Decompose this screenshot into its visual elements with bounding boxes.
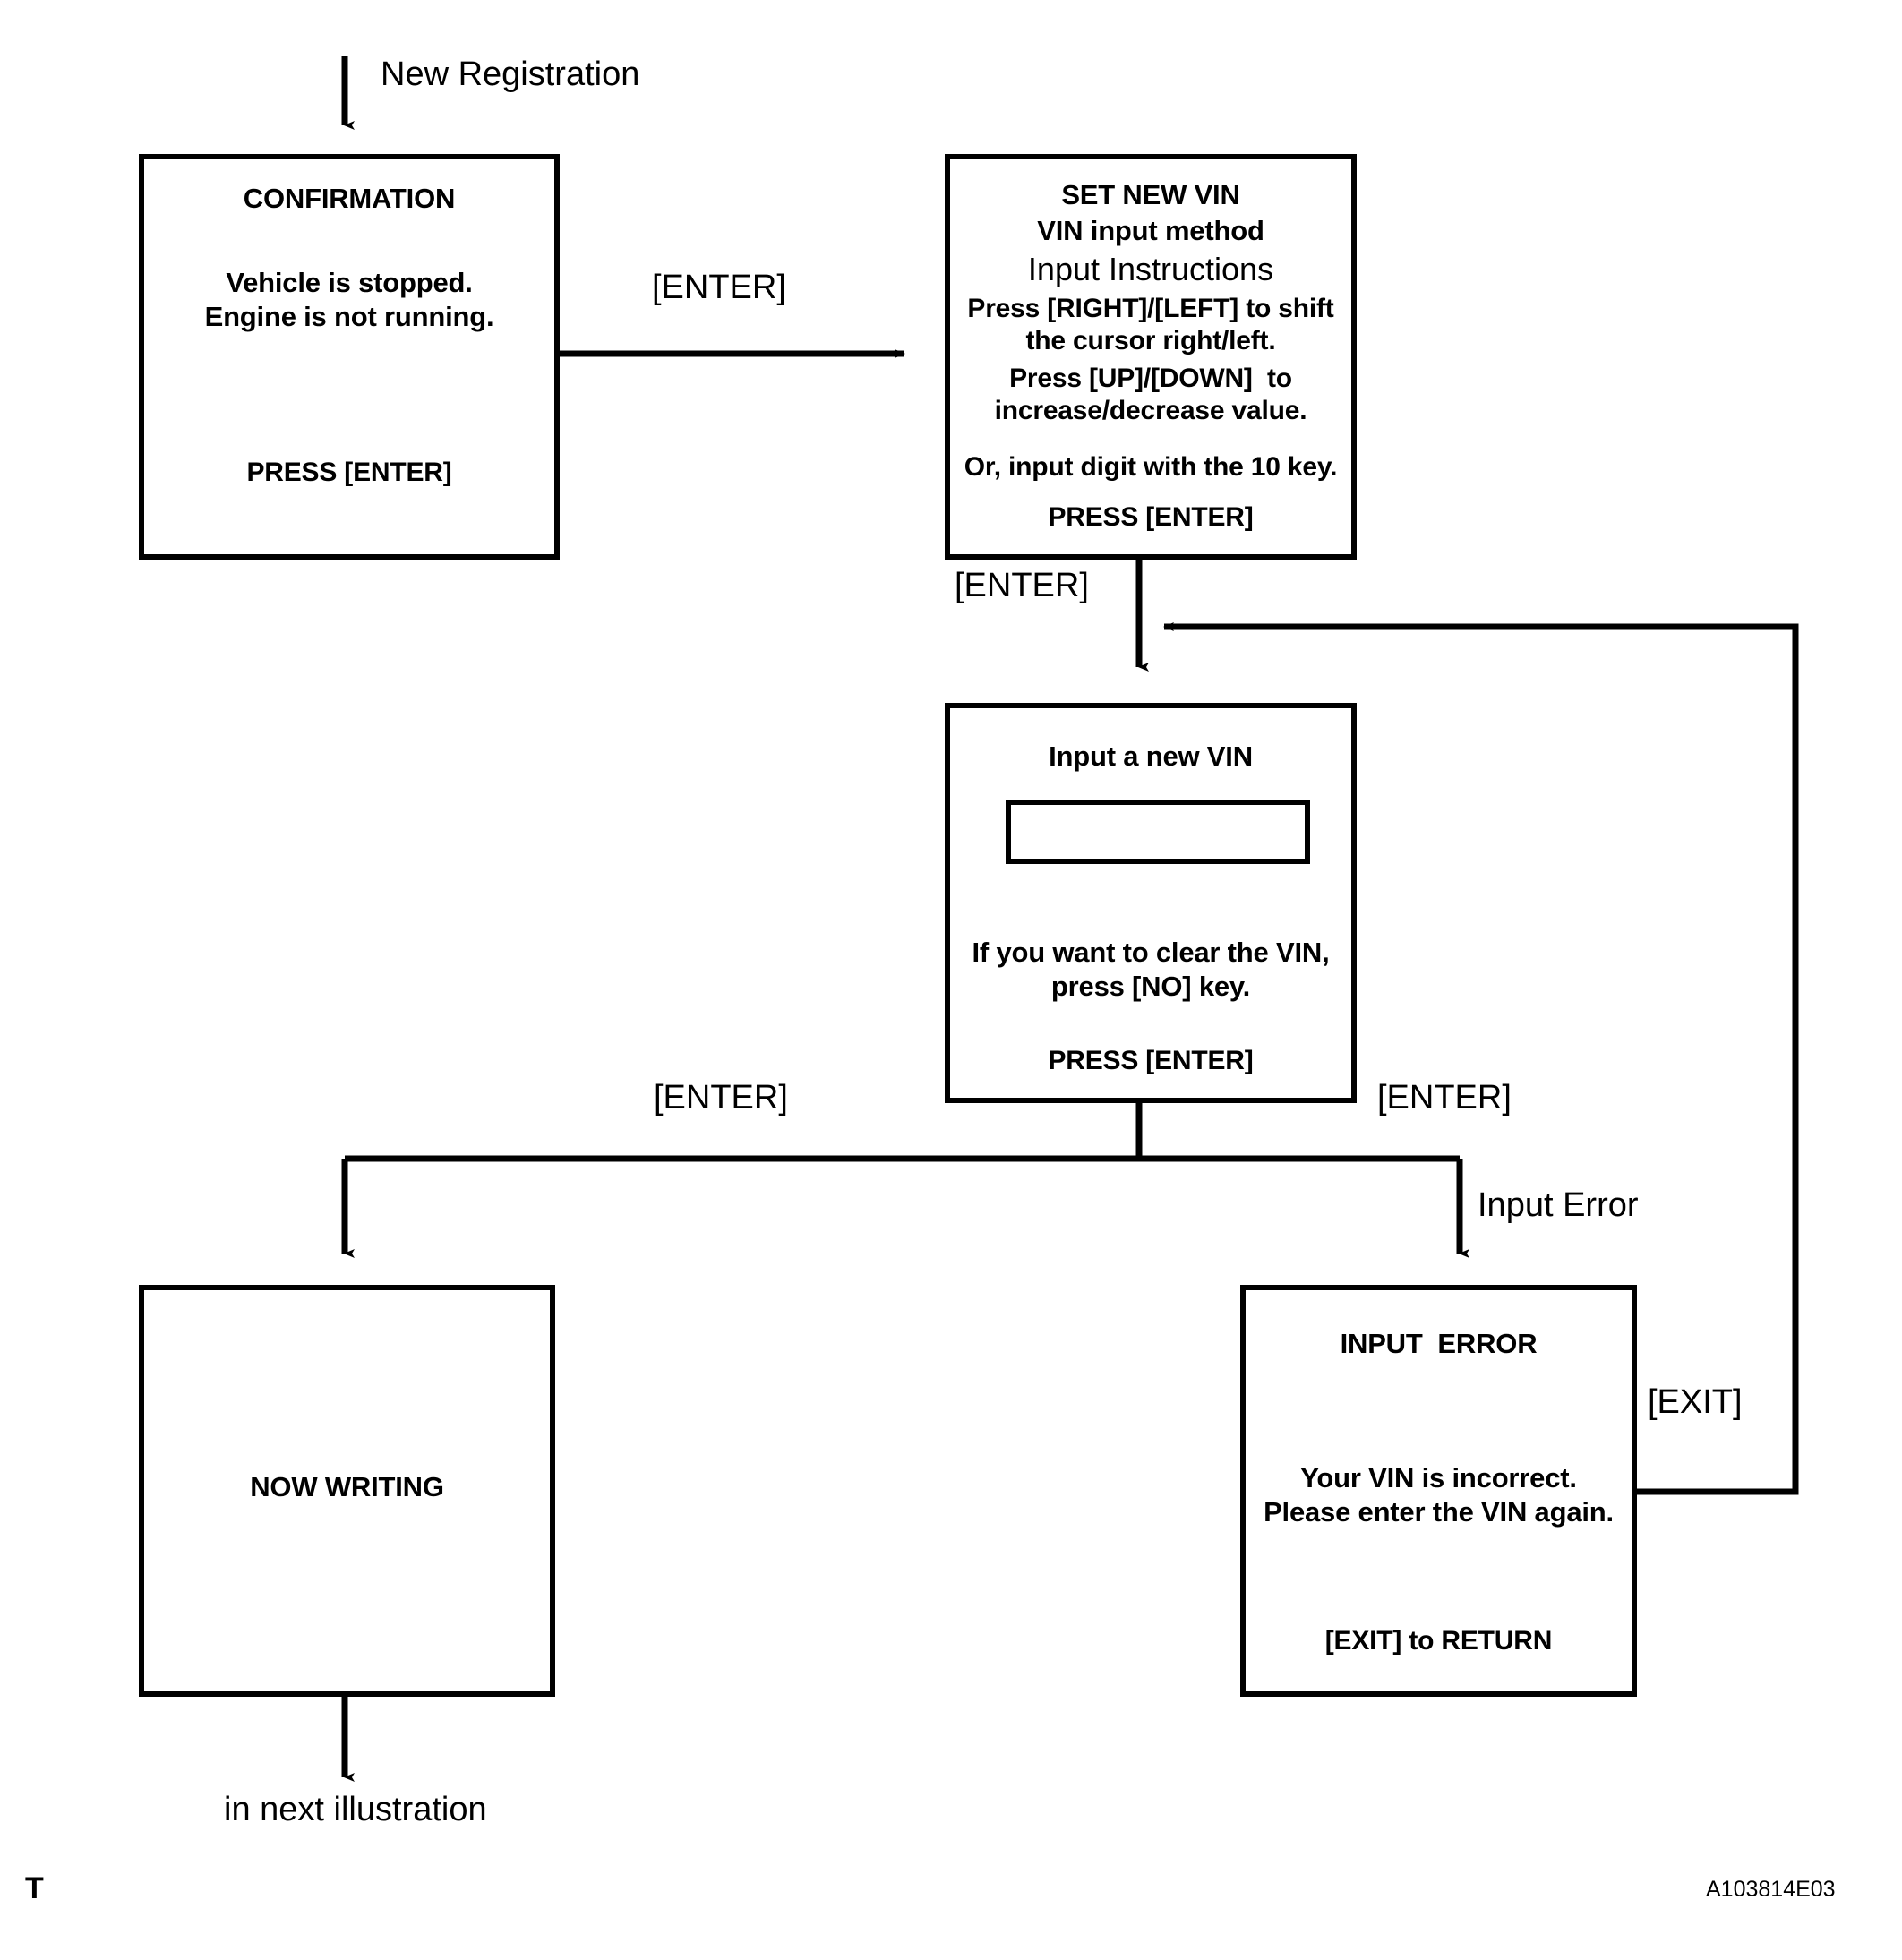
edge-label-confirmation-to-vin: [ENTER]	[652, 269, 786, 306]
input-new-vin-heading: Input a new VIN	[1049, 740, 1253, 772]
edge-label-input-to-now-writing: [ENTER]	[654, 1079, 788, 1117]
confirmation-footer: PRESS [ENTER]	[246, 458, 452, 487]
edge-label-vin-to-input: [ENTER]	[955, 567, 1089, 604]
edge-input-branch-split	[341, 1103, 1469, 1258]
set-new-vin-instruction-line-5: Or, input digit with the 10 key.	[964, 452, 1338, 482]
set-new-vin-subheading: VIN input method	[1037, 215, 1264, 246]
input-new-vin-footer: PRESS [ENTER]	[1048, 1046, 1254, 1075]
page-corner-mark: T	[25, 1871, 44, 1905]
set-new-vin-instruction-line-1: Press [RIGHT]/[LEFT] to shift	[967, 294, 1334, 323]
input-new-vin-line-1: If you want to clear the VIN,	[972, 937, 1330, 968]
vin-input-field[interactable]	[1006, 800, 1310, 864]
input-error-line-2: Please enter the VIN again.	[1264, 1496, 1614, 1528]
set-new-vin-heading: SET NEW VIN	[1061, 179, 1240, 210]
set-new-vin-instruction-line-4: increase/decrease value.	[994, 396, 1307, 425]
edge-label-next-illustration: in next illustration	[224, 1791, 487, 1828]
edge-label-new-registration: New Registration	[381, 56, 640, 93]
set-new-vin-footer: PRESS [ENTER]	[1048, 502, 1254, 532]
input-error-footer: [EXIT] to RETURN	[1324, 1626, 1553, 1656]
now-writing-heading: NOW WRITING	[250, 1471, 444, 1502]
edge-label-input-error-branch: Input Error	[1478, 1186, 1639, 1224]
edge-label-input-to-error: [ENTER]	[1377, 1079, 1512, 1117]
input-new-vin-line-2: press [NO] key.	[1050, 971, 1251, 1002]
set-new-vin-instruction-line-3: Press [UP]/[DOWN] to	[1009, 364, 1292, 393]
set-new-vin-instructions-title: Input Instructions	[1027, 251, 1274, 287]
confirmation-line-1: Vehicle is stopped.	[226, 267, 473, 298]
node-input-error[interactable]: INPUT ERROR Your VIN is incorrect. Pleas…	[1240, 1285, 1637, 1697]
input-error-line-1: Your VIN is incorrect.	[1300, 1462, 1577, 1494]
node-input-new-vin[interactable]: Input a new VIN If you want to clear the…	[945, 703, 1357, 1103]
input-error-heading: INPUT ERROR	[1340, 1328, 1538, 1359]
figure-reference-code: A103814E03	[1706, 1877, 1836, 1902]
node-now-writing[interactable]: NOW WRITING	[139, 1285, 555, 1697]
edge-label-exit-return: [EXIT]	[1648, 1383, 1743, 1421]
confirmation-heading: CONFIRMATION	[243, 183, 456, 214]
node-set-new-vin[interactable]: SET NEW VIN VIN input method Input Instr…	[945, 154, 1357, 560]
confirmation-line-2: Engine is not running.	[204, 301, 494, 332]
node-confirmation[interactable]: CONFIRMATION Vehicle is stopped. Engine …	[139, 154, 560, 560]
set-new-vin-instruction-line-2: the cursor right/left.	[1025, 326, 1276, 355]
